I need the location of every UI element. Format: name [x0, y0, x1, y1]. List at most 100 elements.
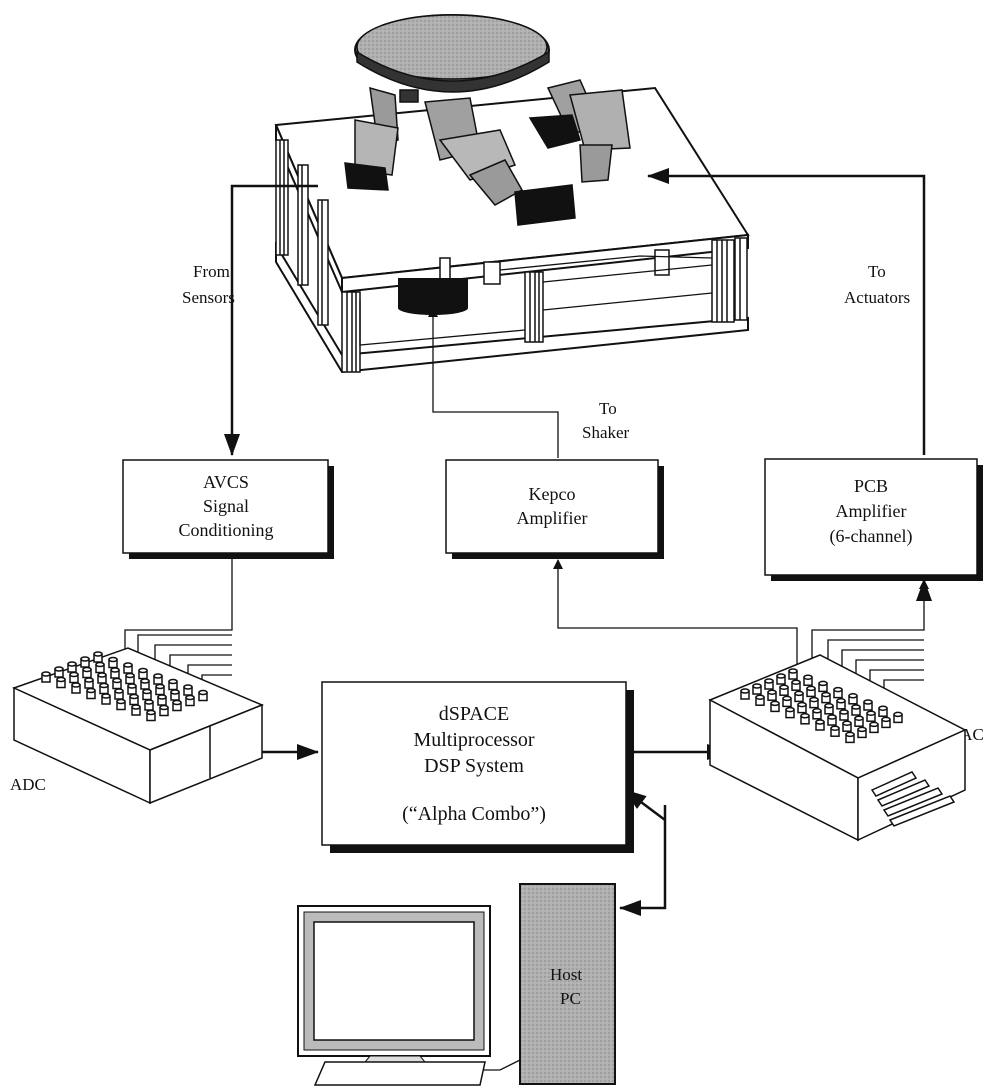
hexapod-platform-icon	[274, 14, 750, 374]
knob-icon	[146, 709, 156, 722]
knob-icon	[809, 696, 819, 709]
knob-icon	[893, 711, 903, 724]
knob-icon	[764, 678, 774, 690]
actuator-legs	[344, 79, 631, 226]
host-pc-label-1: Host	[550, 965, 582, 984]
knob-icon	[86, 687, 96, 700]
knob-icon	[69, 671, 79, 684]
knob-icon	[785, 706, 795, 719]
knob-icon	[170, 689, 180, 701]
knob-icon	[157, 694, 167, 706]
knob-icon	[755, 694, 765, 706]
knob-icon	[129, 693, 139, 706]
dspace-dsp-system-box: dSPACE Multiprocessor DSP System (“Alpha…	[321, 681, 634, 853]
to-shaker-label-2: Shaker	[582, 423, 630, 442]
knob-icon	[183, 684, 193, 696]
knob-icon	[827, 714, 837, 726]
knob-icon	[800, 713, 810, 725]
pcb-line-2: Amplifier	[836, 501, 907, 521]
pcb-line-1: PCB	[854, 476, 888, 496]
to-actuators-label-2: Actuators	[844, 288, 910, 307]
knob-icon	[185, 694, 195, 707]
knob-icon	[93, 651, 103, 663]
knob-icon	[125, 672, 135, 685]
knob-icon	[806, 685, 816, 698]
payload-disc	[354, 14, 550, 93]
dspace-line-3: DSP System	[424, 755, 524, 777]
knob-icon	[881, 716, 891, 729]
knob-icon	[114, 688, 124, 700]
knob-icon	[155, 683, 165, 696]
knob-icon	[101, 693, 111, 705]
knob-icon	[848, 693, 858, 705]
kepco-line-1: Kepco	[529, 484, 576, 504]
pcb-line-3: (6-channel)	[830, 526, 913, 547]
knob-icon	[851, 704, 861, 716]
knob-icon	[791, 679, 801, 691]
avcs-line-2: Signal	[203, 496, 249, 516]
knob-icon	[131, 704, 141, 716]
knob-icon	[95, 661, 105, 674]
knob-icon	[127, 683, 137, 695]
knob-icon	[878, 705, 888, 717]
knob-icon	[803, 674, 813, 686]
knob-icon	[144, 699, 154, 711]
kepco-amplifier-box: Kepco Amplifier	[445, 459, 664, 559]
to-shaker-label-1: To	[599, 399, 617, 418]
knob-icon	[818, 680, 828, 693]
knob-icon	[857, 726, 867, 739]
knob-icon	[821, 691, 831, 704]
knob-icon	[84, 677, 94, 689]
knob-icon	[794, 690, 804, 703]
knob-icon	[797, 701, 807, 714]
knob-icon	[830, 725, 840, 737]
knob-icon	[110, 667, 120, 679]
dspace-line-2: Multiprocessor	[413, 729, 534, 751]
from-sensors-label-2: Sensors	[182, 288, 235, 307]
knob-icon	[770, 700, 780, 713]
kepco-line-2: Amplifier	[517, 508, 588, 528]
knob-icon	[824, 703, 834, 715]
knob-icon	[138, 667, 148, 680]
knob-icon	[854, 715, 864, 727]
knob-icon	[869, 721, 879, 734]
knob-icon	[99, 682, 109, 695]
knob-icon	[153, 673, 163, 685]
knob-icon	[812, 708, 822, 720]
knob-icon	[815, 719, 825, 731]
knob-icon	[198, 689, 208, 702]
knob-icon	[767, 689, 777, 701]
knob-icon	[41, 671, 51, 683]
host-pc-label-2: PC	[560, 989, 581, 1008]
knob-icon	[845, 731, 855, 744]
knob-icon	[776, 673, 786, 685]
pcb-amplifier-box: PCB Amplifier (6-channel)	[764, 458, 983, 581]
knob-icon	[56, 676, 66, 689]
knob-icon	[54, 666, 64, 678]
knob-icon	[108, 656, 118, 669]
knob-icon	[833, 686, 843, 699]
avcs-line-1: AVCS	[203, 472, 249, 492]
from-sensors-wire	[224, 184, 318, 456]
knob-icon	[788, 668, 798, 680]
dac-unit-icon	[708, 654, 967, 842]
knob-icon	[123, 662, 133, 674]
knob-icon	[782, 695, 792, 708]
test-table	[274, 86, 750, 374]
knob-icon	[142, 688, 152, 701]
knob-icon	[168, 678, 178, 691]
knob-icon	[863, 699, 873, 711]
adc-unit-icon	[11, 647, 264, 805]
dspace-line-5: (“Alpha Combo”)	[402, 803, 546, 825]
knob-icon	[740, 688, 750, 700]
adc-label: ADC	[10, 775, 46, 794]
dspace-line-1: dSPACE	[439, 703, 509, 725]
knob-icon	[112, 677, 122, 690]
avcs-line-3: Conditioning	[178, 520, 273, 540]
knob-icon	[836, 698, 846, 710]
to-actuators-wire	[647, 168, 926, 455]
to-actuators-label-1: To	[868, 262, 886, 281]
knob-icon	[779, 684, 789, 696]
from-sensors-label-1: From	[193, 262, 230, 281]
